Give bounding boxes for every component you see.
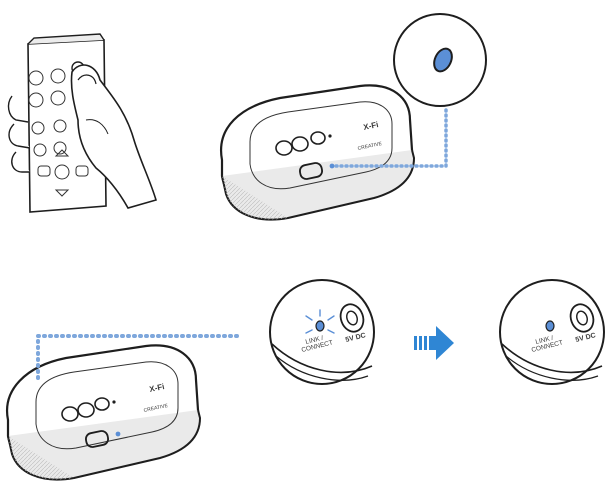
port-magnifier-steady: LINK / CONNECT 5V DC <box>500 280 604 384</box>
led-magnifier-top <box>394 14 486 106</box>
led-icon <box>546 321 554 331</box>
wireless-receiver-top: X-Fi CREATIVE <box>221 85 414 219</box>
led-icon <box>330 164 335 169</box>
led-icon <box>116 432 121 437</box>
led-icon <box>316 321 324 331</box>
remote-in-hand-illustration <box>9 34 156 212</box>
port-magnifier-blinking: LINK / CONNECT 5V DC <box>270 280 374 384</box>
right-arrow-icon <box>414 326 454 360</box>
